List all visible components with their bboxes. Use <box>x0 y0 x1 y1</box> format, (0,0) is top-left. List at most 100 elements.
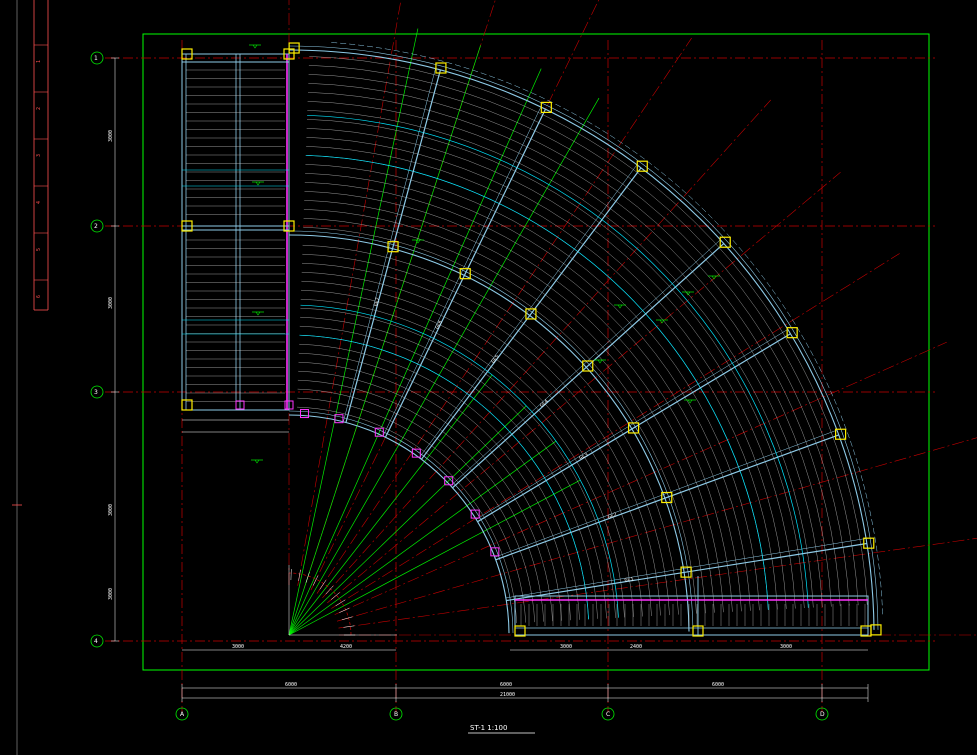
column[interactable] <box>283 220 295 232</box>
column[interactable] <box>181 220 193 232</box>
joist-arc <box>306 146 778 610</box>
joist-arc <box>303 227 697 614</box>
main-arc-beam-edge <box>288 410 514 634</box>
joist-arc <box>297 388 535 623</box>
column[interactable] <box>540 101 552 114</box>
columns[interactable] <box>181 42 882 637</box>
section-marker-arrow <box>617 304 623 309</box>
axis-bubble-bottom[interactable] <box>601 707 615 721</box>
sidebar-label: 4 <box>36 201 42 204</box>
sidebar-label: 1 <box>36 60 42 63</box>
axis-bubble-bottom[interactable] <box>389 707 403 721</box>
column[interactable] <box>863 537 875 549</box>
cyan-arc <box>307 114 809 608</box>
joist-arc <box>303 218 706 614</box>
section-marker-arrow <box>255 181 261 186</box>
protractor-tick <box>339 607 350 613</box>
dim-label-left: 3000 <box>108 297 114 309</box>
green-ray <box>288 374 493 636</box>
green-construction-rays <box>288 28 600 636</box>
column[interactable] <box>181 399 193 411</box>
joist-arc <box>306 137 787 609</box>
axis-bubble-left[interactable] <box>90 51 104 65</box>
joist-arc <box>304 191 733 612</box>
joist-arc <box>309 56 868 605</box>
section-marker-arrow <box>685 291 691 296</box>
axis-bubble-label: 1 <box>94 55 98 62</box>
joist-arc <box>306 119 805 609</box>
column[interactable] <box>387 241 399 253</box>
radial-beam-label: GL7 <box>373 297 381 307</box>
column[interactable] <box>514 625 526 637</box>
radial-ray <box>334 341 947 615</box>
radial-beam-label: GL4 <box>539 398 550 409</box>
section-marker-arrow <box>687 399 693 404</box>
drawing-title-block: ST-1 1:100 <box>468 724 535 734</box>
axis-bubble-bottom[interactable] <box>175 707 189 721</box>
joist-arc <box>302 245 679 615</box>
main-arc-beam-edge <box>288 230 694 632</box>
dim-label-bottom: 3000 <box>560 644 572 650</box>
dim-label-left: 3000 <box>108 504 114 516</box>
axis-bubble-bottom[interactable] <box>815 707 829 721</box>
green-ray <box>288 405 527 636</box>
main-arc-beams <box>288 42 883 634</box>
joist-arc <box>308 74 850 606</box>
joist-arc <box>297 397 526 623</box>
axis-bubble-left[interactable] <box>90 219 104 233</box>
joist-arc <box>307 110 814 608</box>
magenta-node <box>444 476 454 486</box>
axis-bubble-left[interactable] <box>90 634 104 648</box>
column[interactable] <box>525 308 537 320</box>
joist-arc <box>305 173 751 611</box>
column[interactable] <box>181 48 193 60</box>
green-ray <box>288 45 481 636</box>
column[interactable] <box>288 42 300 54</box>
axis-bubble-label: A <box>180 711 185 718</box>
column[interactable] <box>435 62 447 74</box>
main-arc-beam-edge <box>288 45 879 630</box>
axis-bubble-label: D <box>820 711 825 718</box>
sidebar-label: 3 <box>36 154 42 157</box>
joist-arc <box>298 371 553 622</box>
radial-ray <box>297 0 402 586</box>
radial-beam <box>495 434 839 561</box>
column[interactable] <box>719 236 731 248</box>
sidebar-label: 2 <box>36 107 42 110</box>
section-marker-arrow <box>597 359 603 364</box>
joist-arc <box>308 65 859 606</box>
magenta-node <box>299 409 309 419</box>
section-marker-arrow <box>252 44 258 49</box>
green-ray <box>288 97 600 636</box>
column[interactable] <box>459 268 471 280</box>
axis-bubble-label: 2 <box>94 223 98 230</box>
joist-arc <box>298 353 571 621</box>
dim-label-bottom: 4200 <box>340 644 352 650</box>
column[interactable] <box>834 428 847 440</box>
column[interactable] <box>786 327 798 339</box>
joist-arc <box>296 406 517 624</box>
joist-arc <box>304 200 724 613</box>
arc-joists <box>296 56 868 624</box>
protractor-tick <box>341 616 353 621</box>
column[interactable] <box>860 625 872 637</box>
magenta-node <box>235 400 245 410</box>
column[interactable] <box>680 566 692 578</box>
axis-bubble-left[interactable] <box>90 385 104 399</box>
column[interactable] <box>627 422 640 434</box>
joist-arc <box>301 281 643 617</box>
column[interactable] <box>636 160 648 172</box>
radial-ray <box>322 99 771 599</box>
column[interactable] <box>692 625 704 637</box>
section-marker-arrow <box>254 459 260 464</box>
magenta-node <box>411 448 421 458</box>
radial-beam-edge <box>382 106 542 437</box>
radial-beam-edge <box>494 429 838 558</box>
column[interactable] <box>661 491 673 504</box>
rect-floor-region <box>181 53 290 411</box>
axis-bubble-label: 4 <box>94 638 98 645</box>
column[interactable] <box>582 360 594 372</box>
